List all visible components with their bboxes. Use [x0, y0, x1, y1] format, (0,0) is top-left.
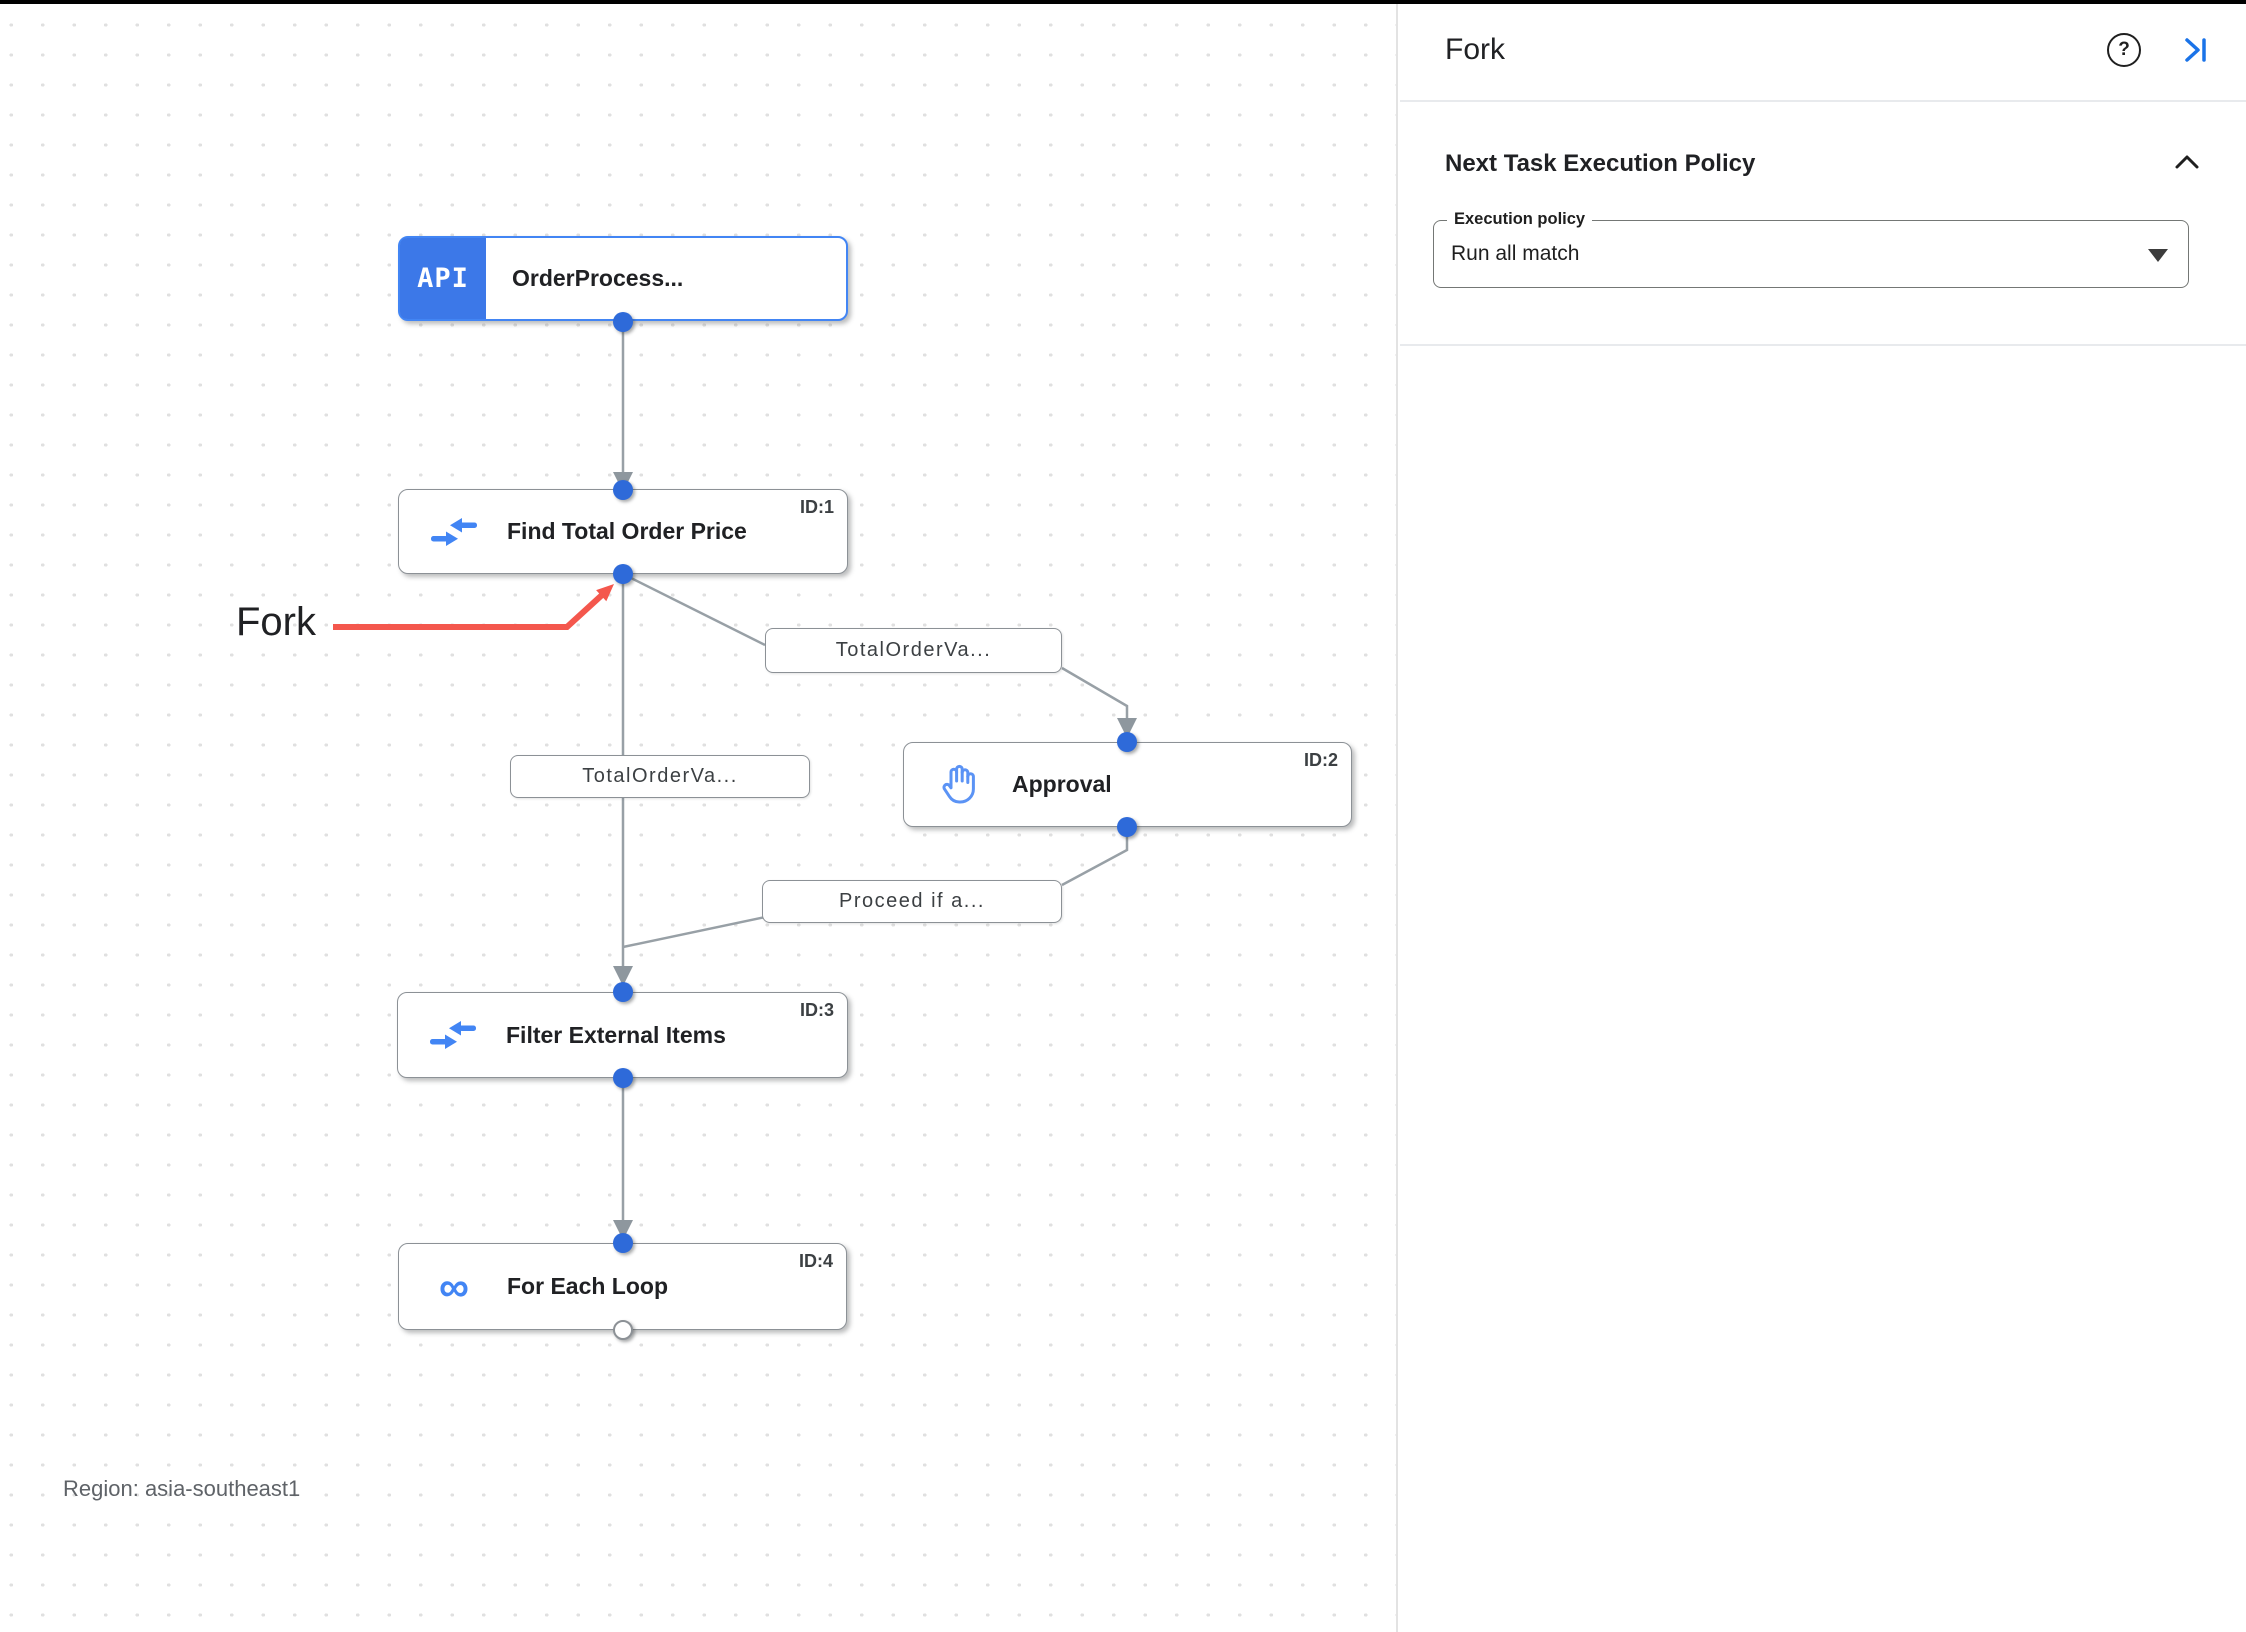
region-label: Region: asia-southeast1: [63, 1476, 301, 1501]
edge-lines: [621, 322, 1129, 1220]
panel-header-divider: [1400, 100, 2246, 102]
flow-edges: [333, 322, 1137, 1240]
execution-policy-value: Run all match: [1451, 242, 1580, 265]
edge-arrowheads: [613, 472, 1137, 1240]
connector-fork-point[interactable]: [613, 564, 633, 584]
window-top-border: [0, 0, 2246, 4]
fork-callout-label: Fork: [236, 600, 316, 644]
section-divider: [1400, 344, 2246, 346]
connector-approval-in[interactable]: [1117, 732, 1137, 752]
connector-foreach-out-empty[interactable]: [613, 1320, 633, 1340]
task-id-badge: ID:1: [799, 497, 834, 517]
task-config-panel: Fork ? Next Task Execution Policy Execut…: [1400, 0, 2246, 1632]
panel-header: Fork ?: [1400, 0, 2246, 100]
task-node-find-total-order-price[interactable]: ID:1 Find Total Order Price: [398, 489, 848, 574]
collapse-panel-icon[interactable]: [2181, 35, 2211, 65]
help-icon[interactable]: ?: [2107, 33, 2141, 67]
data-mapping-icon: [429, 517, 479, 547]
loop-icon: ∞: [439, 1262, 469, 1310]
section-title: Next Task Execution Policy: [1445, 150, 1756, 177]
task-id-badge: ID:2: [1303, 750, 1338, 770]
edge-condition-label[interactable]: TotalOrderVa...: [510, 755, 810, 798]
connector-approval-out[interactable]: [1117, 817, 1137, 837]
connector-trigger-out[interactable]: [613, 312, 633, 332]
task-title: For Each Loop: [507, 1273, 668, 1299]
dropdown-caret-icon: [2148, 249, 2168, 262]
next-task-execution-policy-section: Next Task Execution Policy Execution pol…: [1400, 102, 2246, 288]
trigger-title: OrderProcess...: [512, 265, 684, 291]
task-node-for-each-loop[interactable]: ID:4 ∞ For Each Loop: [398, 1243, 847, 1330]
connector-filter-in[interactable]: [613, 982, 633, 1002]
connector-find-total-in[interactable]: [613, 480, 633, 500]
task-node-filter-external-items[interactable]: ID:3 Filter External Items: [397, 992, 848, 1078]
task-id-badge: ID:3: [799, 1000, 834, 1020]
task-node-approval[interactable]: ID:2 Approval: [903, 742, 1352, 827]
connector-foreach-in[interactable]: [613, 1233, 633, 1253]
api-trigger-icon: API: [400, 238, 486, 319]
edge-condition-label[interactable]: Proceed if a...: [762, 880, 1062, 923]
hand-icon: [934, 763, 984, 807]
trigger-node-orderprocess[interactable]: API OrderProcess...: [398, 236, 848, 321]
chevron-up-icon[interactable]: [2173, 151, 2201, 178]
execution-policy-label: Execution policy: [1447, 210, 1593, 229]
connector-filter-out[interactable]: [613, 1068, 633, 1088]
execution-policy-select[interactable]: Execution policy Run all match: [1433, 210, 2189, 288]
task-id-badge: ID:4: [798, 1251, 833, 1271]
fork-callout-arrow: [333, 584, 614, 630]
task-title: Approval: [1012, 771, 1112, 797]
panel-title: Fork: [1445, 33, 1505, 66]
edge-condition-label[interactable]: TotalOrderVa...: [765, 628, 1062, 673]
data-mapping-icon: [428, 1020, 478, 1050]
flow-canvas[interactable]: API OrderProcess... ID:1 Find Total Orde…: [0, 0, 1398, 1632]
task-title: Filter External Items: [506, 1021, 726, 1048]
task-title: Find Total Order Price: [507, 518, 747, 544]
